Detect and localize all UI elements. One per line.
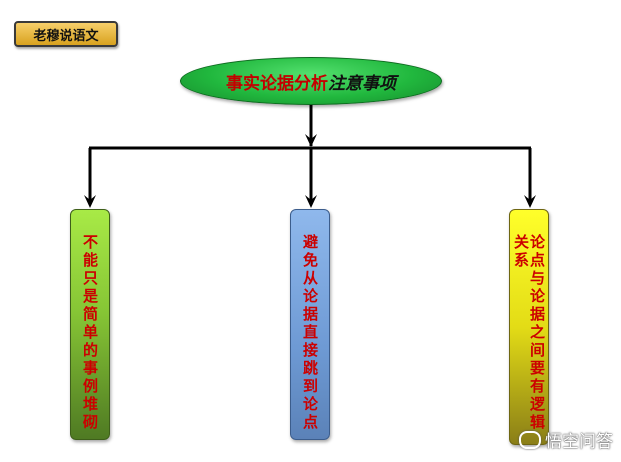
node-no-pile-up-text: 不能只是简单的事例堆砌 bbox=[81, 234, 99, 432]
middle-arrowhead bbox=[305, 195, 317, 208]
right-arrowhead bbox=[524, 195, 536, 208]
watermark-text: 悟空问答 bbox=[545, 432, 613, 452]
author-tag-label: 老穆说语文 bbox=[33, 28, 99, 44]
node-avoid-jump: 避免从论据直接跳到论点 bbox=[290, 209, 330, 440]
node-no-pile-up: 不能只是简单的事例堆砌 bbox=[70, 209, 110, 440]
title-node: 事实论据分析注意事项 bbox=[180, 57, 442, 105]
left-arrowhead bbox=[84, 195, 96, 208]
node-avoid-jump-text: 避免从论据直接跳到论点 bbox=[301, 234, 319, 432]
title-red-text: 事实论据分析 bbox=[226, 73, 328, 94]
stem-arrowhead bbox=[305, 134, 317, 147]
author-tag: 老穆说语文 bbox=[14, 21, 118, 47]
node-logical-relation-text: 论点与论据之间要有逻辑关系 bbox=[512, 234, 546, 432]
node-logical-relation: 论点与论据之间要有逻辑关系 bbox=[509, 209, 549, 445]
title-dark-text: 注意事项 bbox=[328, 73, 396, 94]
chat-bubble-icon bbox=[519, 430, 541, 449]
watermark: 悟空问答 bbox=[519, 427, 613, 452]
